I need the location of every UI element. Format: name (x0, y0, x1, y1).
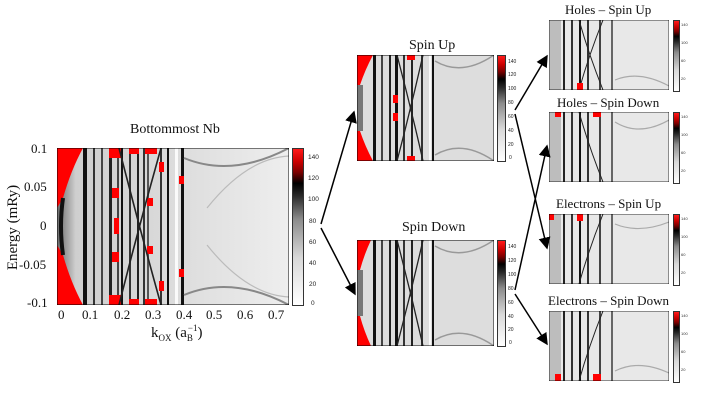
spin-down-cb-tick-120: 120 (508, 258, 517, 264)
holes-spin-down-cb-tick-20: 20 (681, 168, 686, 173)
main-xaxis-label: kOX (aB−1) (151, 323, 203, 343)
main-ytick-4: -0.05 (19, 257, 47, 272)
electrons-spin-down-heatmap (549, 311, 669, 381)
xlabel-k: k (151, 325, 159, 341)
main-xtick-4: 0.3 (145, 307, 162, 322)
main-xtick-7: 0.6 (237, 307, 254, 322)
electrons-spin-down-cb-tick-100: 100 (681, 331, 688, 336)
electrons-spin-down-cb-tick-60: 60 (681, 349, 686, 354)
holes-spin-down-title: Holes – Spin Down (557, 95, 660, 110)
arrow-to-electrons-spin-down (514, 293, 548, 346)
spin-up-cb-tick-40: 40 (508, 128, 514, 134)
electrons-spin-up-cb-tick-60: 60 (681, 252, 686, 257)
spin-up-cb-tick-60: 60 (508, 114, 514, 120)
holes-spin-down-cb-tick-140: 140 (681, 114, 688, 119)
spin-down-cb-tick-100: 100 (508, 272, 517, 278)
spin-up-cb-tick-20: 20 (508, 142, 514, 148)
main-colorbar (292, 148, 304, 306)
holes-spin-down-heatmap (549, 112, 669, 182)
main-xtick-3: 0.2 (114, 307, 131, 322)
arrow-to-holes-spin-down (514, 144, 551, 291)
arrow-to-holes-spin-up (514, 54, 548, 111)
main-cb-tick-40: 40 (309, 260, 317, 267)
main-xtick-6: 0.5 (206, 307, 223, 322)
main-cb-tick-80: 80 (309, 218, 317, 225)
holes-spin-up-cb-tick-140: 140 (681, 22, 688, 27)
main-ytick-3: 0 (40, 218, 47, 233)
holes-spin-up-cb-tick-60: 60 (681, 58, 686, 63)
main-ytick-2: 0.05 (24, 179, 47, 194)
holes-spin-down-cb-tick-60: 60 (681, 150, 686, 155)
holes-spin-down-colorbar (673, 112, 680, 184)
electrons-spin-up-cb-tick-100: 100 (681, 234, 688, 239)
main-cb-tick-100: 100 (308, 196, 319, 203)
main-ytick-5: -0.1 (27, 295, 48, 310)
spin-up-title: Spin Up (409, 38, 456, 53)
main-xtick-2: 0.1 (82, 307, 99, 322)
arrow-to-spin-down (320, 227, 356, 296)
electrons-spin-up-heatmap (549, 214, 669, 284)
spin-down-colorbar (497, 240, 506, 347)
spin-down-cb-tick-60: 60 (508, 300, 514, 306)
electrons-spin-down-cb-tick-20: 20 (681, 367, 686, 372)
spin-down-cb-tick-0: 0 (509, 340, 512, 346)
main-cb-tick-120: 120 (308, 175, 319, 182)
main-heatmap (57, 148, 289, 305)
arrow-to-electrons-spin-up (514, 113, 551, 250)
holes-spin-up-title: Holes – Spin Up (565, 2, 652, 17)
main-cb-tick-140: 140 (308, 154, 319, 161)
spin-down-title: Spin Down (402, 220, 466, 235)
xlabel-unit-open: (a (175, 325, 187, 341)
electrons-spin-up-cb-tick-140: 140 (681, 216, 688, 221)
spin-down-cb-tick-80: 80 (508, 286, 514, 292)
arrow-to-spin-up (320, 110, 357, 225)
xlabel-unit-sub: B (186, 333, 193, 343)
holes-spin-up-heatmap (549, 20, 669, 90)
holes-spin-down-cb-tick-100: 100 (681, 132, 688, 137)
electrons-spin-up-colorbar (673, 214, 680, 286)
electrons-spin-up-title: Electrons – Spin Up (556, 196, 662, 211)
xlabel-unit-sup: −1 (187, 323, 198, 333)
spin-up-cb-tick-120: 120 (508, 72, 517, 78)
holes-spin-up-colorbar (673, 20, 680, 92)
electrons-spin-down-title: Electrons – Spin Down (548, 293, 669, 308)
main-xtick-8: 0.7 (268, 307, 285, 322)
spin-up-colorbar (497, 55, 506, 162)
spin-down-heatmap (357, 240, 494, 346)
main-cb-tick-60: 60 (309, 239, 317, 246)
spin-up-cb-tick-80: 80 (508, 100, 514, 106)
spin-down-cb-tick-20: 20 (508, 327, 514, 333)
main-cb-tick-0: 0 (311, 300, 315, 307)
spin-up-cb-tick-140: 140 (508, 59, 517, 65)
main-panel-title: Bottommost Nb (130, 122, 220, 137)
spin-up-heatmap (357, 55, 494, 161)
spin-up-cb-tick-100: 100 (508, 86, 517, 92)
holes-spin-up-cb-tick-20: 20 (681, 76, 686, 81)
holes-spin-up-cb-tick-100: 100 (681, 40, 688, 45)
xlabel-subscript: OX (158, 333, 172, 343)
electrons-spin-up-cb-tick-20: 20 (681, 270, 686, 275)
electrons-spin-down-cb-tick-140: 140 (681, 313, 688, 318)
main-cb-tick-20: 20 (309, 281, 317, 288)
main-xtick-1: 0 (58, 307, 65, 322)
spin-up-cb-tick-0: 0 (509, 155, 512, 161)
spin-down-cb-tick-40: 40 (508, 314, 514, 320)
electrons-spin-down-colorbar (673, 311, 680, 383)
xlabel-unit-close: ) (197, 325, 203, 341)
spin-down-cb-tick-140: 140 (508, 244, 517, 250)
main-ytick-1: 0.1 (31, 141, 48, 156)
main-xtick-5: 0.4 (176, 307, 193, 322)
